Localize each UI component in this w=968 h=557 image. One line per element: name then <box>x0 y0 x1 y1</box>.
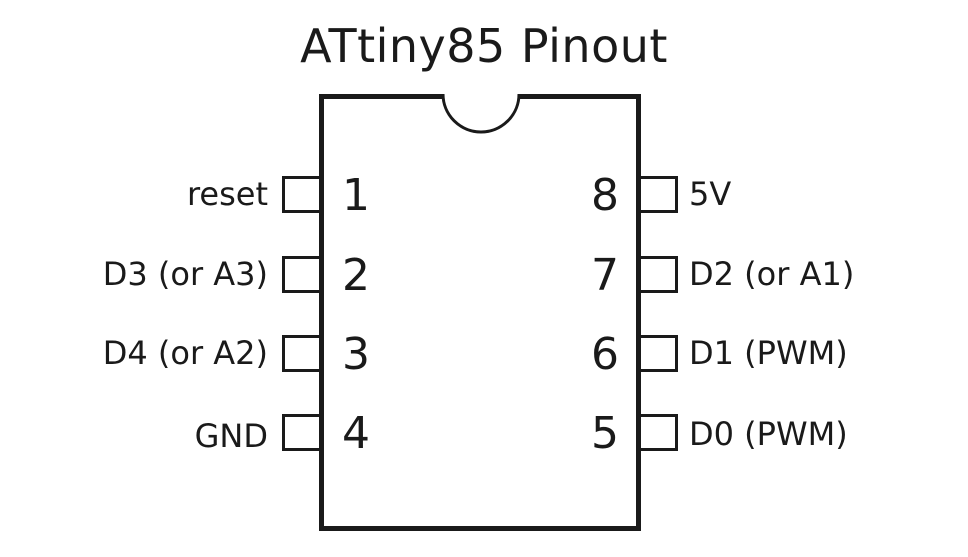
pin-3-lead <box>282 335 319 372</box>
pin-7-number: 7 <box>591 250 619 301</box>
pin-6-label: D1 (PWM) <box>689 334 848 372</box>
pin-3-label: D4 (or A2) <box>102 334 268 372</box>
pin-2-lead <box>282 256 319 293</box>
chip-body <box>319 94 641 531</box>
pin-8-label: 5V <box>689 175 732 213</box>
pin-7-lead <box>641 256 678 293</box>
pin-5-label: D0 (PWM) <box>689 415 848 453</box>
pin-5-number: 5 <box>591 408 619 459</box>
pin-1-number: 1 <box>342 170 370 221</box>
pin-4-number: 4 <box>342 408 370 459</box>
pin-2-number: 2 <box>342 250 370 301</box>
pin-2-label: D3 (or A3) <box>102 255 268 293</box>
pin-1-lead <box>282 176 319 213</box>
chip-notch <box>441 94 521 134</box>
pin-3-number: 3 <box>342 329 370 380</box>
pin-7-label: D2 (or A1) <box>689 255 855 293</box>
pin-6-lead <box>641 335 678 372</box>
pin-8-number: 8 <box>591 170 619 221</box>
pin-8-lead <box>641 176 678 213</box>
pin-4-lead <box>282 414 319 451</box>
pin-4-label: GND <box>194 417 268 455</box>
pin-6-number: 6 <box>591 329 619 380</box>
pin-5-lead <box>641 414 678 451</box>
diagram-title: ATtiny85 Pinout <box>300 19 668 73</box>
pin-1-label: reset <box>186 175 268 213</box>
